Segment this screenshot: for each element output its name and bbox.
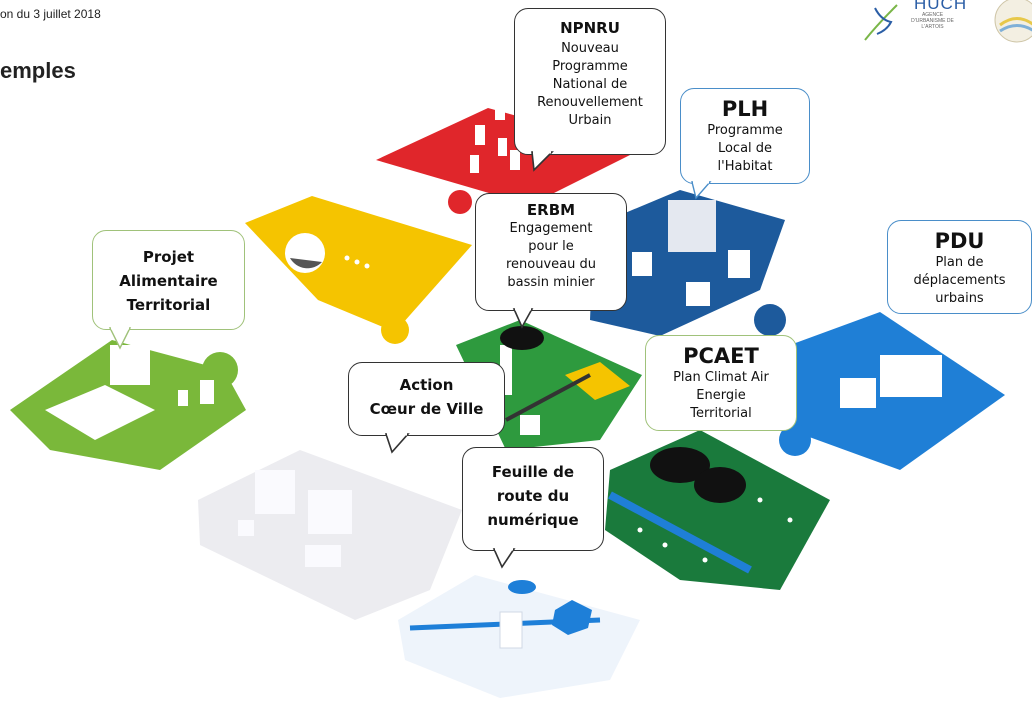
- callout-pcaet-title: PCAET: [683, 344, 759, 368]
- presentation-date: on du 3 juillet 2018: [0, 7, 101, 21]
- puzzle-piece-white: [198, 450, 462, 620]
- callout-acv-line: Cœur de Ville: [369, 400, 484, 418]
- callout-erbm-line: pour le: [528, 239, 574, 254]
- callout-frn-line: Feuille de: [491, 463, 575, 481]
- callout-pcaet-line: Territorial: [690, 406, 752, 421]
- puzzle-piece-yellow: [245, 196, 472, 344]
- callout-pdu-line: urbains: [935, 291, 984, 306]
- callout-pdu-title: PDU: [934, 229, 985, 253]
- callout-erbm-line: Engagement: [509, 221, 593, 236]
- callout-pat-line: Projet: [142, 248, 195, 266]
- logo-subtitle: AGENCE D'URBANISME DE L'ARTOIS: [911, 12, 954, 30]
- slide-title: emples: [0, 58, 76, 83]
- agency-logo: HUCH AGENCE D'URBANISME DE L'ARTOIS: [857, 0, 1032, 45]
- callout-pdu: PDU Plan de déplacements urbains: [887, 220, 1032, 314]
- puzzle-piece-light-green: [10, 340, 246, 470]
- callout-npnru-pointer: [531, 150, 554, 172]
- callout-erbm-pointer: [512, 307, 534, 329]
- callout-frn-line: numérique: [487, 511, 579, 529]
- callout-frn-line: route du: [496, 487, 570, 505]
- callout-plh-line: Local de: [717, 141, 773, 156]
- callout-frn: Feuille de route du numérique: [462, 447, 604, 551]
- callout-pdu-line: Plan de: [935, 255, 984, 270]
- callout-erbm-line: renouveau du: [505, 257, 596, 272]
- callout-plh-title: PLH: [721, 97, 769, 121]
- callout-plh-line: Programme: [707, 123, 783, 138]
- callout-npnru-line: National de: [552, 77, 628, 92]
- callout-plh-line: l'Habitat: [717, 159, 773, 174]
- callout-erbm-line: bassin minier: [507, 275, 595, 290]
- puzzle-piece-dark-green: [605, 430, 830, 590]
- callout-npnru-line: Urbain: [568, 113, 612, 128]
- callout-npnru: NPNRU Nouveau Programme National de Reno…: [514, 8, 666, 155]
- callout-pcaet-line: Plan Climat Air: [673, 370, 769, 385]
- puzzle-piece-light-blue: [398, 575, 640, 698]
- callout-pat-line: Territorial: [126, 296, 211, 314]
- callout-pat-line: Alimentaire: [119, 272, 218, 290]
- callout-pdu-line: déplacements: [913, 273, 1006, 288]
- callout-pat-pointer: [108, 326, 132, 350]
- callout-npnru-line: Programme: [552, 59, 628, 74]
- logo-wordmark: HUCH: [914, 0, 968, 13]
- callout-pat: Projet Alimentaire Territorial: [92, 230, 245, 330]
- callout-npnru-line: Renouvellement: [537, 95, 643, 110]
- callout-pcaet-line: Energie: [696, 388, 746, 403]
- callout-plh: PLH Programme Local de l'Habitat: [680, 88, 810, 184]
- callout-erbm: ERBM Engagement pour le renouveau du bas…: [475, 193, 627, 311]
- callout-npnru-title: NPNRU: [560, 19, 620, 37]
- callout-erbm-title: ERBM: [526, 201, 576, 219]
- callout-npnru-line: Nouveau: [561, 41, 619, 56]
- puzzle-piece-dark-blue: [590, 190, 786, 336]
- puzzle-piece-bright-blue: [779, 312, 1005, 470]
- callout-acv: Action Cœur de Ville: [348, 362, 505, 436]
- callout-plh-pointer: [691, 180, 712, 200]
- callout-acv-line: Action: [399, 376, 454, 394]
- callout-frn-pointer: [492, 547, 516, 569]
- callout-acv-pointer: [384, 432, 410, 454]
- callout-pcaet: PCAET Plan Climat Air Energie Territoria…: [645, 335, 797, 431]
